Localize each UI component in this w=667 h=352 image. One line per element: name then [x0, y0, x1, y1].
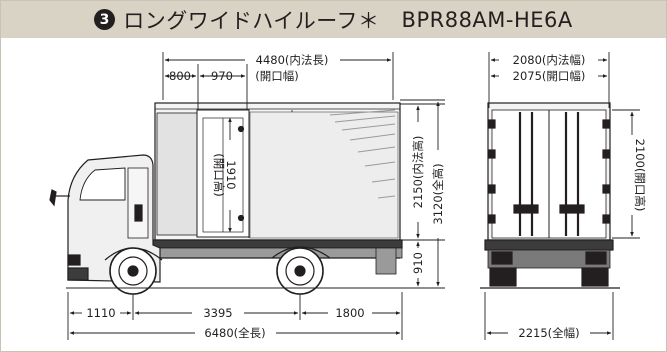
- segment-800-label: 800: [169, 69, 191, 83]
- rear-view-truck: [480, 102, 620, 289]
- floor-height-label: 910: [411, 252, 425, 274]
- rear-overhang-label: 1800: [335, 306, 364, 320]
- side-view-truck: [49, 102, 420, 295]
- body-type-title: ロングワイドハイルーフ＊: [123, 8, 380, 33]
- door-opening-height-value: 1910: [224, 160, 238, 189]
- door-opening-height-label: (開口高): [212, 153, 226, 196]
- total-width-label: 2215(全幅): [518, 326, 579, 340]
- wheelbase-label: 3395: [203, 306, 232, 320]
- number-badge: 3: [94, 9, 116, 30]
- opening-width-label: 2075(開口幅): [513, 69, 586, 83]
- rear-view-dimensions: [484, 52, 640, 340]
- door-opening-width-label: (開口幅): [255, 69, 298, 83]
- rear-wheel: [276, 247, 324, 295]
- front-wheel: [109, 247, 157, 295]
- model-code: BPR88AM-HE6A: [401, 7, 573, 32]
- front-overhang-label: 1110: [86, 306, 115, 320]
- total-length-label: 6480(全長): [204, 326, 265, 340]
- panel-title: 3 ロングワイドハイルーフ＊ BPR88AM-HE6A: [94, 5, 573, 35]
- title-bar: 3 ロングワイドハイルーフ＊ BPR88AM-HE6A: [1, 1, 666, 38]
- inner-height-label: 2150(内法高): [411, 136, 425, 209]
- segment-970-label: 970: [211, 69, 233, 83]
- total-height-label: 3120(全高): [431, 163, 445, 224]
- side-view-dimensions: [67, 52, 445, 340]
- cargo-inner-length-label: 4480(内法長): [256, 53, 329, 67]
- opening-height-label: 2100(開口高): [633, 139, 647, 212]
- inner-width-label: 2080(内法幅): [513, 53, 586, 67]
